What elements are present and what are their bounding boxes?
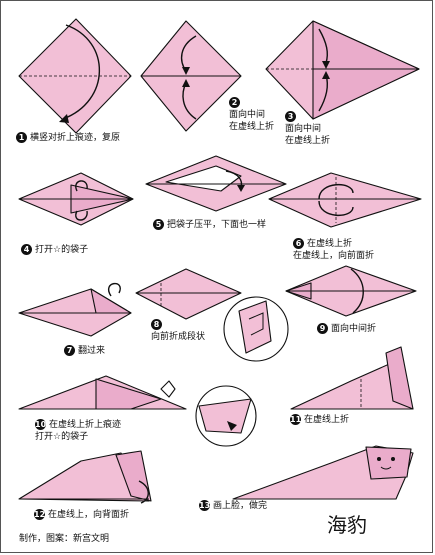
- step-10-figure: [18, 375, 257, 447]
- step-9-figure: [285, 265, 417, 317]
- step-5-figure: [145, 155, 287, 212]
- step-12-figure: [18, 450, 152, 504]
- step-2-caption: 2 面向中间 在虚线上折: [229, 97, 275, 132]
- diagram-title: 海豹: [327, 513, 367, 537]
- step-4-figure: [18, 172, 134, 226]
- step-2-figure: [140, 20, 242, 132]
- step-6-figure: [268, 172, 422, 228]
- step-7-figure: [18, 282, 132, 337]
- step-8-figure: [135, 268, 289, 362]
- step-3-figure: [265, 20, 420, 120]
- step-11-figure: [290, 346, 414, 410]
- step-13-figure: [232, 445, 414, 500]
- step-3-caption: 3 面向中间 在虚线上折: [285, 111, 331, 146]
- step-1-figure: [18, 18, 132, 134]
- author-credit: 制作，图案：新宫文明: [19, 534, 110, 544]
- step-8-caption: 8 向前折成段状: [151, 319, 206, 342]
